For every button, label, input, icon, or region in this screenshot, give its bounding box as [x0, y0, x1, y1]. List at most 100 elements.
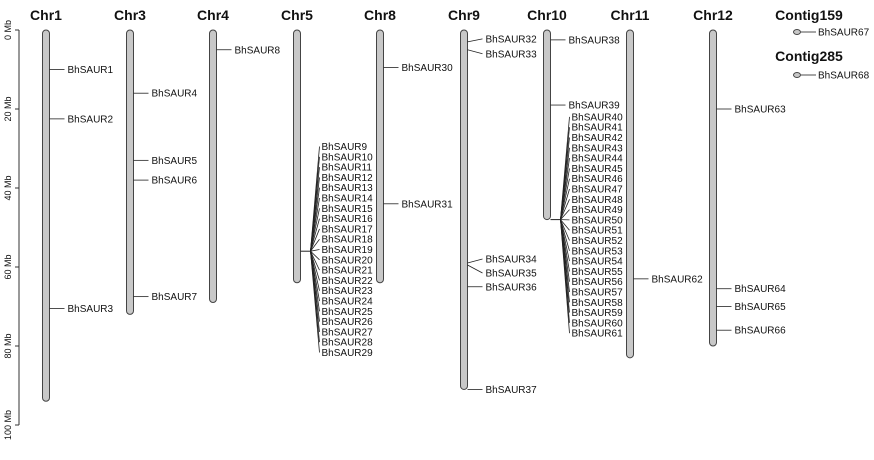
- gene-label-bhsaur58: BhSAUR58: [572, 298, 624, 309]
- gene-label-bhsaur6: BhSAUR6: [152, 176, 198, 187]
- gene-label-bhsaur34: BhSAUR34: [486, 255, 538, 266]
- gene-connector: [560, 209, 570, 220]
- gene-connector: [310, 218, 320, 252]
- gene-label-bhsaur57: BhSAUR57: [572, 288, 624, 299]
- gene-connector: [560, 219, 570, 334]
- contig-title: Contig159: [775, 7, 843, 23]
- gene-label-bhsaur17: BhSAUR17: [322, 224, 374, 235]
- chromosome-title: Chr4: [197, 7, 229, 23]
- chromosome-title: Chr1: [30, 7, 62, 23]
- gene-label-bhsaur11: BhSAUR11: [322, 163, 373, 174]
- scale-tick-label: 100 Mb: [3, 410, 13, 440]
- gene-connector: [310, 228, 320, 252]
- gene-label-bhsaur59: BhSAUR59: [572, 308, 624, 319]
- chromosome-chr10: Chr10BhSAUR38BhSAUR39BhSAUR40BhSAUR41BhS…: [527, 7, 623, 340]
- chromosome-title: Chr9: [448, 7, 480, 23]
- gene-connector: [467, 264, 483, 274]
- chromosome-bar: [460, 29, 468, 390]
- chromosome-chr9: Chr9BhSAUR32BhSAUR33BhSAUR34BhSAUR35BhSA…: [448, 7, 537, 396]
- gene-label-bhsaur36: BhSAUR36: [486, 282, 538, 293]
- gene-label-bhsaur23: BhSAUR23: [322, 286, 374, 297]
- gene-label-bhsaur2: BhSAUR2: [68, 114, 114, 125]
- contig-bar: [793, 29, 801, 35]
- gene-label-bhsaur61: BhSAUR61: [572, 329, 624, 340]
- scale-tick-label: 0 Mb: [3, 20, 13, 40]
- gene-label-bhsaur12: BhSAUR12: [322, 173, 374, 184]
- gene-label-bhsaur8: BhSAUR8: [235, 45, 281, 56]
- scale-tick-label: 40 Mb: [3, 175, 13, 200]
- gene-label-bhsaur35: BhSAUR35: [486, 269, 538, 280]
- gene-label-bhsaur63: BhSAUR63: [735, 105, 787, 116]
- chromosome-bar: [42, 29, 50, 402]
- gene-connector: [560, 188, 570, 220]
- gene-label-bhsaur18: BhSAUR18: [322, 235, 374, 246]
- gene-label-bhsaur41: BhSAUR41: [572, 123, 624, 134]
- chromosome-bar: [126, 29, 134, 315]
- gene-connector: [310, 249, 320, 252]
- gene-label-bhsaur39: BhSAUR39: [569, 101, 621, 112]
- gene-label-bhsaur28: BhSAUR28: [322, 338, 374, 349]
- chromosome-bar: [293, 29, 301, 284]
- gene-connector: [310, 250, 320, 261]
- chromosome-title: Chr12: [693, 7, 733, 23]
- gene-label-bhsaur56: BhSAUR56: [572, 277, 624, 288]
- gene-label-bhsaur27: BhSAUR27: [322, 327, 374, 338]
- gene-label-bhsaur60: BhSAUR60: [572, 318, 624, 329]
- gene-label-bhsaur32: BhSAUR32: [486, 34, 538, 45]
- gene-label-bhsaur48: BhSAUR48: [572, 195, 624, 206]
- gene-label-bhsaur21: BhSAUR21: [322, 266, 374, 277]
- gene-label-bhsaur51: BhSAUR51: [572, 226, 624, 237]
- chromosomes: Chr1BhSAUR1BhSAUR2BhSAUR3Chr3BhSAUR4BhSA…: [30, 7, 787, 402]
- gene-label-bhsaur16: BhSAUR16: [322, 214, 374, 225]
- gene-label-bhsaur52: BhSAUR52: [572, 236, 624, 247]
- gene-connector: [310, 208, 320, 252]
- gene-label-bhsaur43: BhSAUR43: [572, 143, 624, 154]
- chromosome-title: Chr11: [611, 7, 650, 23]
- gene-label-bhsaur42: BhSAUR42: [572, 133, 624, 144]
- chromosome-bar: [709, 29, 717, 347]
- scale-tick-label: 20 Mb: [3, 96, 13, 121]
- chromosome-title: Chr5: [281, 7, 313, 23]
- gene-label-bhsaur68: BhSAUR68: [818, 71, 870, 82]
- gene-connector: [560, 178, 570, 220]
- gene-label-bhsaur64: BhSAUR64: [735, 284, 787, 295]
- chromosome-title: Chr10: [527, 7, 567, 23]
- gene-label-bhsaur19: BhSAUR19: [322, 245, 374, 256]
- gene-label-bhsaur13: BhSAUR13: [322, 183, 374, 194]
- gene-label-bhsaur5: BhSAUR5: [152, 156, 198, 167]
- gene-label-bhsaur40: BhSAUR40: [572, 112, 624, 123]
- gene-label-bhsaur54: BhSAUR54: [572, 257, 624, 268]
- gene-label-bhsaur67: BhSAUR67: [818, 28, 870, 39]
- gene-label-bhsaur31: BhSAUR31: [402, 199, 454, 210]
- gene-connector: [467, 38, 483, 43]
- gene-label-bhsaur7: BhSAUR7: [152, 292, 198, 303]
- gene-label-bhsaur1: BhSAUR1: [68, 65, 114, 76]
- gene-connector: [310, 251, 320, 271]
- gene-label-bhsaur46: BhSAUR46: [572, 174, 624, 185]
- chromosome-title: Chr3: [114, 7, 146, 23]
- gene-label-bhsaur44: BhSAUR44: [572, 154, 624, 165]
- scale-tick-label: 80 Mb: [3, 333, 13, 358]
- gene-connector: [560, 219, 570, 231]
- gene-connector: [467, 258, 483, 264]
- gene-label-bhsaur62: BhSAUR62: [652, 274, 704, 285]
- gene-label-bhsaur25: BhSAUR25: [322, 307, 374, 318]
- gene-label-bhsaur9: BhSAUR9: [322, 142, 368, 153]
- gene-connector: [310, 238, 320, 252]
- gene-label-bhsaur4: BhSAUR4: [152, 89, 198, 100]
- gene-label-bhsaur37: BhSAUR37: [486, 385, 538, 396]
- contig-title: Contig285: [775, 48, 843, 64]
- contig-bar: [793, 72, 801, 78]
- gene-label-bhsaur20: BhSAUR20: [322, 255, 374, 266]
- gene-label-bhsaur24: BhSAUR24: [322, 297, 374, 308]
- gene-connector: [560, 219, 570, 241]
- chromosome-chr5: Chr5BhSAUR9BhSAUR10BhSAUR11BhSAUR12BhSAU…: [281, 7, 373, 359]
